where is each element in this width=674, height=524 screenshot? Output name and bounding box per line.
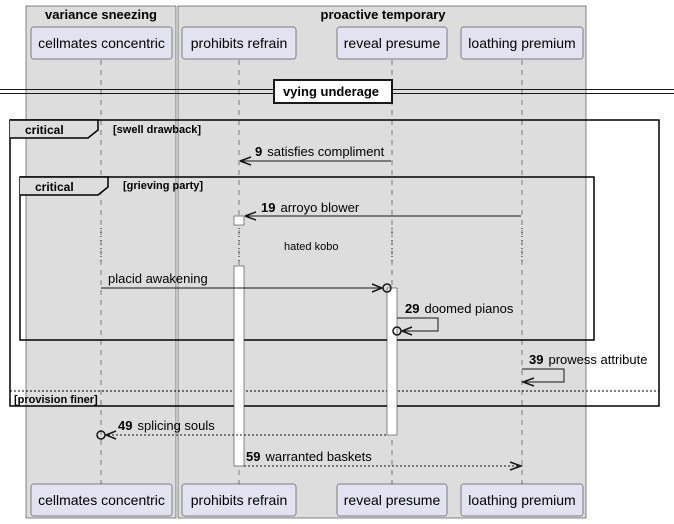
message-text: prowess attribute <box>548 352 647 367</box>
message-text: placid awakening <box>108 271 208 286</box>
delay-section <box>100 228 523 262</box>
message-9: 9 satisfies compliment <box>239 144 391 166</box>
group-critical-outer: critical [swell drawback] [provision fin… <box>9 119 660 407</box>
delay-label: hated kobo <box>284 241 338 253</box>
message-19: 19 arroyo blower <box>244 200 521 221</box>
participant-label: prohibits refrain <box>191 492 288 508</box>
divider-label: vying underage <box>283 84 379 99</box>
activation-bar-reveal-presume <box>386 287 398 436</box>
group-condition: [swell drawback] <box>113 124 201 136</box>
participant-loathing-premium-bottom: loathing premium <box>460 483 584 517</box>
participant-reveal-presume-bottom: reveal presume <box>336 483 448 517</box>
participant-prohibits-refrain-top: prohibits refrain <box>181 26 297 60</box>
group-kind-label: critical <box>35 180 74 194</box>
message-label: placid awakening <box>108 271 208 286</box>
participant-label: loathing premium <box>468 35 575 51</box>
participant-label: prohibits refrain <box>191 35 288 51</box>
group-condition: [grieving party] <box>123 180 203 192</box>
message-text: doomed pianos <box>424 301 513 316</box>
activation-bar-prohibits-refrain-1 <box>233 215 245 226</box>
message-number: 59 <box>246 449 260 464</box>
box-title-proactive-temporary: proactive temporary <box>321 7 447 22</box>
message-label: 29 doomed pianos <box>405 301 514 316</box>
message-59: 59 warranted baskets <box>244 449 524 471</box>
participant-label: reveal presume <box>344 492 441 508</box>
group-critical-inner: critical [grieving party] <box>19 176 595 341</box>
participant-loathing-premium-top: loathing premium <box>460 26 584 60</box>
participant-reveal-presume-top: reveal presume <box>336 26 448 60</box>
message-placid-awakening: placid awakening <box>101 271 392 293</box>
box-title-variance-sneezing: variance sneezing <box>45 7 157 22</box>
message-text: arroyo blower <box>280 200 359 215</box>
message-number: 29 <box>405 301 419 316</box>
message-label: 9 satisfies compliment <box>255 144 385 159</box>
participant-cellmates-concentric-bottom: cellmates concentric <box>30 483 173 517</box>
message-label: 59 warranted baskets <box>246 449 372 464</box>
message-number: 19 <box>261 200 275 215</box>
message-29: 29 doomed pianos <box>392 301 514 336</box>
message-number: 39 <box>529 352 543 367</box>
message-number: 9 <box>255 144 262 159</box>
activation-bar-prohibits-refrain-2 <box>233 265 245 467</box>
participant-prohibits-refrain-bottom: prohibits refrain <box>181 483 297 517</box>
message-text: satisfies compliment <box>267 144 384 159</box>
message-label: 49 splicing souls <box>118 418 215 433</box>
participant-label: loathing premium <box>468 492 575 508</box>
message-text: splicing souls <box>137 418 215 433</box>
participant-cellmates-concentric-top: cellmates concentric <box>30 26 173 60</box>
message-number: 49 <box>118 418 132 433</box>
group-else-condition: [provision finer] <box>14 394 98 406</box>
message-label: 19 arroyo blower <box>261 200 360 215</box>
divider-vying-underage: vying underage <box>0 79 674 104</box>
message-49: 49 splicing souls <box>96 418 386 440</box>
participant-label: cellmates concentric <box>38 492 165 508</box>
group-kind-label: critical <box>25 123 64 137</box>
message-label: 39 prowess attribute <box>529 352 647 367</box>
message-39: 39 prowess attribute <box>520 352 647 387</box>
participant-label: cellmates concentric <box>38 35 165 51</box>
message-text: warranted baskets <box>264 449 372 464</box>
participant-label: reveal presume <box>344 35 441 51</box>
